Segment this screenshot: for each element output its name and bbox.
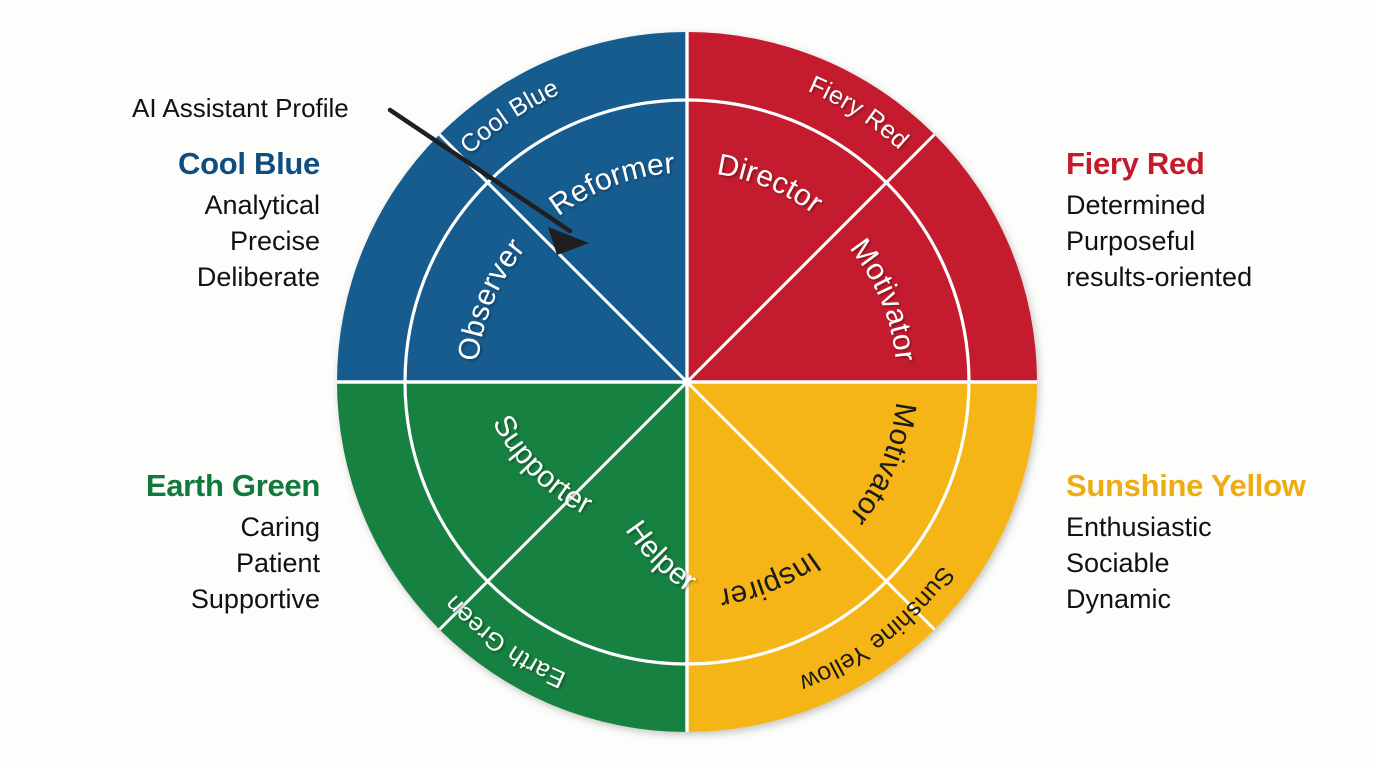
segment-divider-sw — [438, 380, 689, 631]
caption-trait: Precise — [229, 225, 320, 256]
caption-trait: Supportive — [190, 583, 320, 614]
caption-trait: Deliberate — [196, 261, 320, 292]
caption-heading-sunshine-yellow: Sunshine Yellow — [1066, 468, 1306, 503]
caption-trait: Enthusiastic — [1066, 511, 1212, 542]
caption-trait: results-oriented — [1066, 261, 1253, 292]
caption-trait: Purposeful — [1066, 225, 1196, 256]
segment-divider-ne — [685, 133, 936, 384]
caption-trait: Sociable — [1066, 547, 1170, 578]
caption-cool-blue: Cool Blue Analytical Precise Deliberate — [30, 146, 320, 296]
arrow-shaft — [387, 107, 573, 234]
segment-divider-se — [685, 380, 936, 631]
annotation-label: AI Assistant Profile — [132, 93, 349, 123]
caption-trait: Analytical — [204, 189, 320, 220]
callout-arrow — [387, 107, 589, 255]
caption-trait: Caring — [240, 511, 320, 542]
caption-heading-fiery-red: Fiery Red — [1066, 146, 1205, 181]
arrow-head-icon — [548, 227, 589, 255]
caption-heading-earth-green: Earth Green — [145, 468, 320, 503]
caption-heading-cool-blue: Cool Blue — [178, 146, 320, 181]
caption-earth-green: Earth Green Caring Patient Supportive — [30, 468, 320, 618]
caption-sunshine-yellow: Sunshine Yellow Enthusiastic Sociable Dy… — [1066, 468, 1366, 618]
segment-divider-nw — [438, 133, 689, 384]
caption-trait: Patient — [235, 547, 320, 578]
caption-trait: Dynamic — [1066, 583, 1172, 614]
caption-trait: Determined — [1066, 189, 1206, 220]
caption-fiery-red: Fiery Red Determined Purposeful results-… — [1066, 146, 1366, 296]
